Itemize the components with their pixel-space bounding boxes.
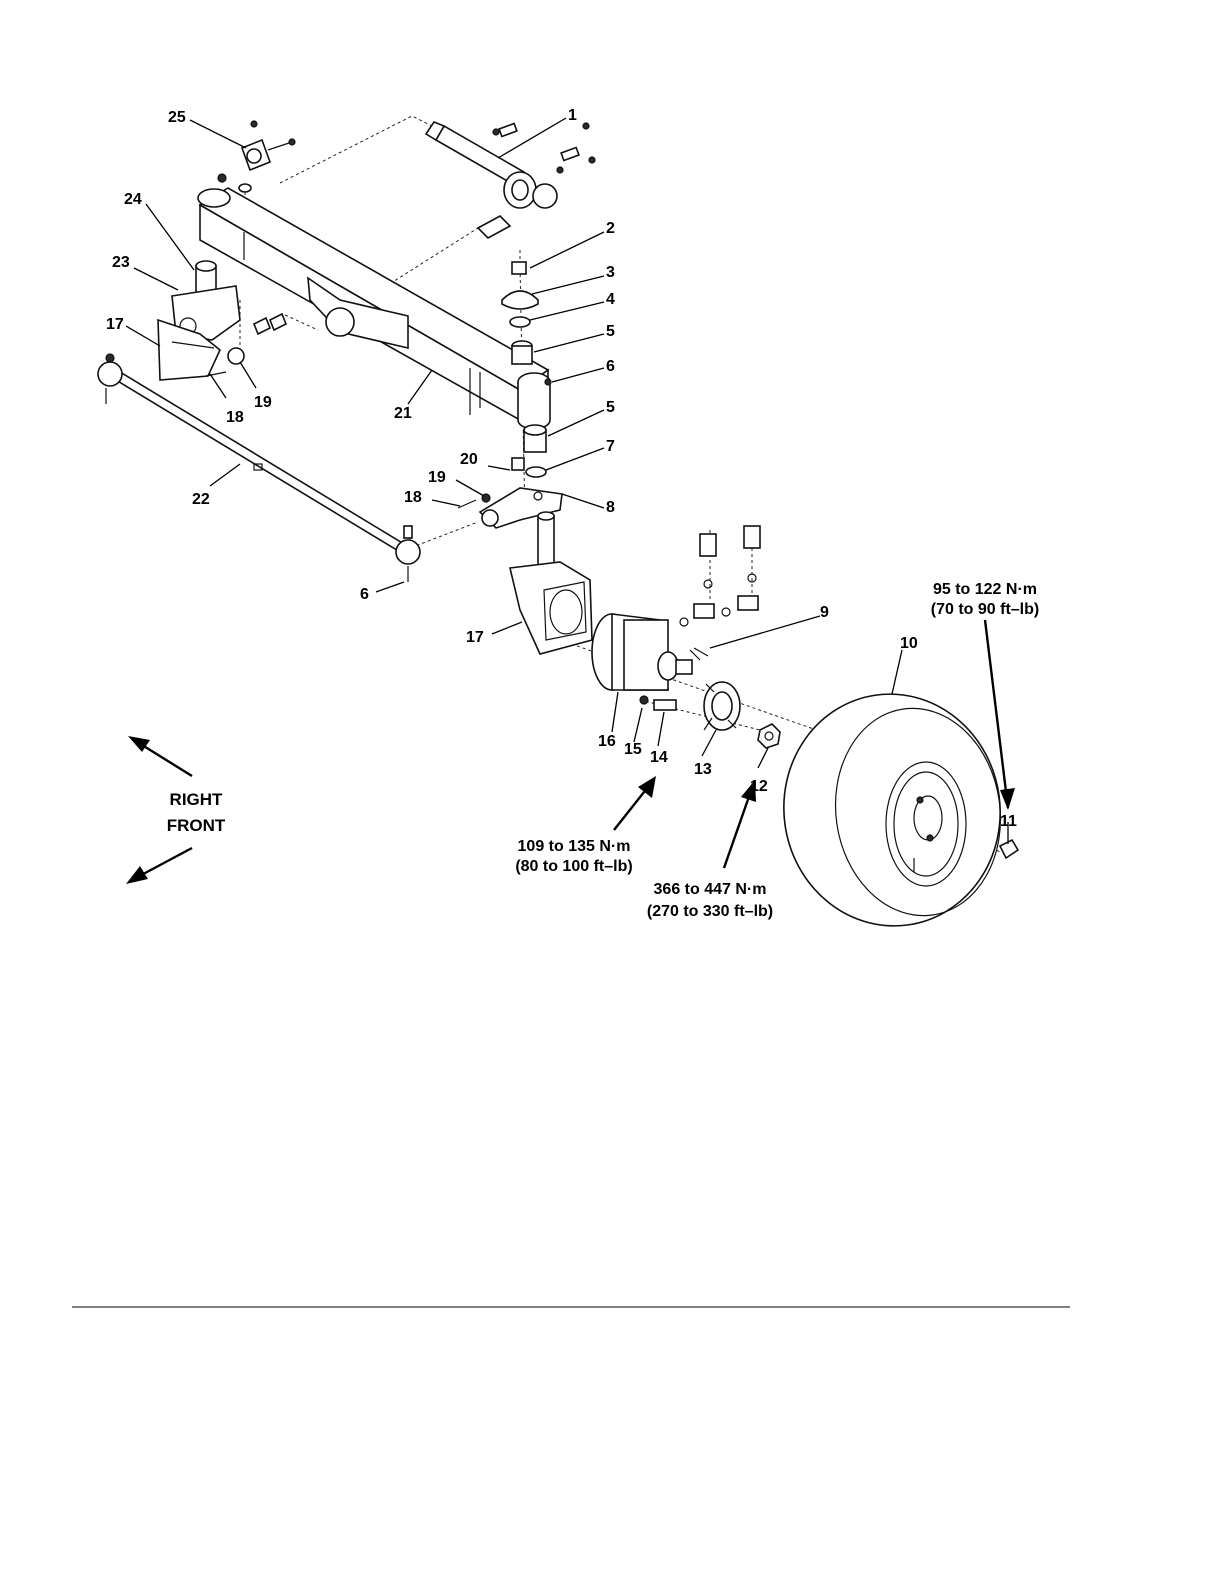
callout-10: 10 [900,635,918,652]
direction-label: RIGHT FRONT [167,790,226,835]
callout-14: 14 [650,749,668,766]
callout-19-right: 19 [428,469,446,486]
callout-21: 21 [394,405,412,422]
lug-nut-torque-imperial: (70 to 90 ft–lb) [931,601,1039,618]
hub-nut-torque-metric: 366 to 447 N·m [654,881,767,898]
callout-1: 1 [568,107,577,124]
callout-2: 2 [606,220,615,237]
callout-17-left: 17 [106,316,124,333]
callout-24: 24 [124,191,142,208]
callout-23: 23 [112,254,130,271]
callout-6-upper: 6 [606,358,615,375]
callout-13: 13 [694,761,712,778]
callout-11: 11 [1000,813,1017,830]
hub-nut [758,724,780,748]
direction-front: FRONT [167,816,226,835]
callout-25: 25 [168,109,186,126]
callout-4: 4 [606,291,615,308]
callout-16: 16 [598,733,616,750]
callout-3: 3 [606,264,615,281]
wheel-hub [704,682,740,730]
callout-12: 12 [750,778,768,795]
tie-rod [98,354,420,582]
motor-bolt-torque-imperial: (80 to 100 ft–lb) [515,858,632,875]
callout-8: 8 [606,499,615,516]
motor-bolt-torque-metric: 109 to 135 N·m [518,838,631,855]
callout-17-right: 17 [466,629,484,646]
hub-nut-torque-imperial: (270 to 330 ft–lb) [647,903,773,920]
cylinder-mount-bracket [218,121,295,192]
spindle-left-assembly [158,261,286,380]
spindle-right [510,512,592,654]
callout-18-left: 18 [226,409,244,426]
callout-20: 20 [460,451,478,468]
callout-5-upper: 5 [606,323,615,340]
steering-cylinder [426,122,595,238]
callout-15: 15 [624,741,642,758]
lug-nut-torque-metric: 95 to 122 N·m [933,581,1037,598]
callout-22: 22 [192,491,210,508]
wheel-motor [592,614,692,710]
callout-18-right: 18 [404,489,422,506]
callout-7: 7 [606,438,615,455]
direction-right: RIGHT [170,790,224,809]
callout-5-lower: 5 [606,399,615,416]
hydraulic-fittings [680,526,760,660]
callout-19-left: 19 [254,394,272,411]
callout-9: 9 [820,604,829,621]
callout-6-lower: 6 [360,586,369,603]
direction-arrows [126,736,192,884]
tire-wheel-assembly [769,680,1018,940]
